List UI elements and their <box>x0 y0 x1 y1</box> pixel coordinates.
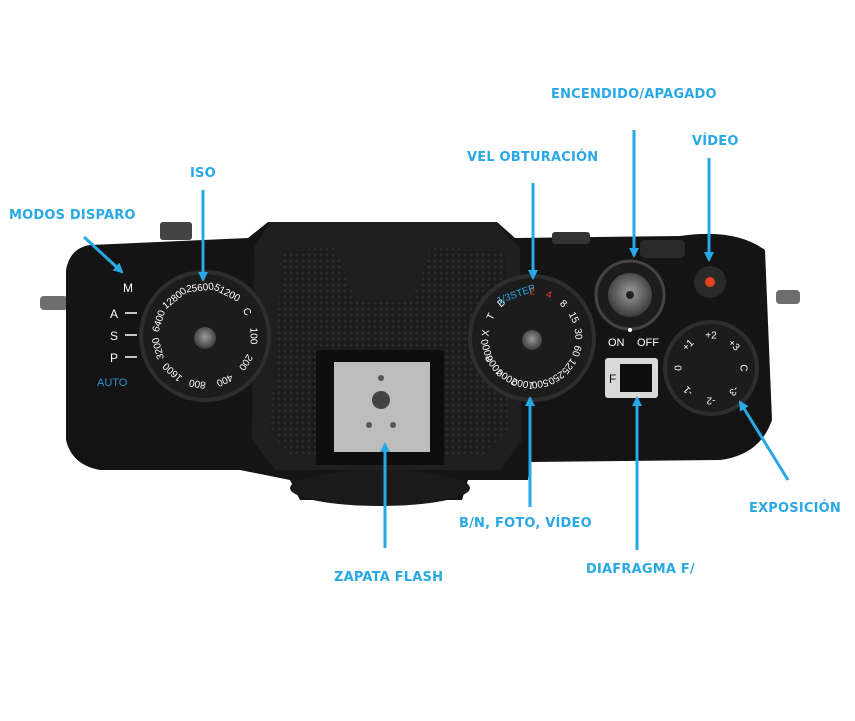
label-zapata-flash: ZAPATA FLASH <box>334 570 444 585</box>
shutter-dial-center <box>522 330 542 350</box>
label-video: VÍDEO <box>692 134 739 149</box>
shutter-value-5: 60 <box>569 344 583 358</box>
right-strap-lug <box>776 290 800 304</box>
label-iso: ISO <box>190 166 216 181</box>
iso-dial-center <box>194 327 216 349</box>
label-encendido-apagado: ENCENDIDO/APAGADO <box>551 87 717 102</box>
iso-value-10: C <box>240 306 253 318</box>
power-switch: ON OFF <box>594 259 666 349</box>
shutter-value-13: X <box>481 329 493 337</box>
exposure-value-6: -2 <box>706 394 715 405</box>
aperture-F-label: F <box>609 372 616 386</box>
mode-P: P <box>110 351 118 365</box>
aperture-display: F <box>605 358 658 398</box>
mode-M: M <box>123 281 133 295</box>
exposure-value-0: 0 <box>674 365 685 371</box>
shutter-value-2: 8 <box>557 298 569 310</box>
shutter-value-4: 30 <box>572 328 584 340</box>
annotation-arrows <box>82 130 790 550</box>
label-modos-disparo: MODOS DISPARO <box>9 208 136 223</box>
mode-S: S <box>110 329 118 343</box>
iso-value-3: 800 <box>188 376 207 390</box>
arrow-modos-disparo <box>82 235 124 274</box>
shutter-value-1: 4 <box>544 289 554 301</box>
shutter-value-3: 15 <box>566 310 581 325</box>
video-record-button <box>694 266 726 298</box>
shutter-value-8: 500 <box>530 376 549 390</box>
label-exposicion: EXPOSICIÓN <box>749 501 841 516</box>
label-vel-obturacion: VEL OBTURACIÓN <box>467 150 599 165</box>
shutter-value-14: T <box>485 312 498 322</box>
sub-dial-knob <box>160 222 192 240</box>
lens-mount <box>290 470 470 506</box>
iso-value-0: 100 <box>247 328 258 345</box>
exposure-dial: 0+1+2+3C-3-2-1 <box>663 320 759 416</box>
power-on-label: ON <box>608 337 625 349</box>
label-diafragma: DIAFRAGMA F/ <box>586 562 695 577</box>
mode-dial: M A S P AUTO <box>97 281 137 389</box>
power-off-label: OFF <box>637 337 659 349</box>
iso-value-8: 25600 <box>186 281 215 295</box>
shutter-value-9: 1000 <box>511 375 535 390</box>
exposure-value-4: C <box>737 364 748 371</box>
record-dot-icon <box>705 277 715 287</box>
flash-contact <box>372 391 390 409</box>
arrow-exposicion <box>738 400 790 481</box>
accessory-knob <box>552 232 590 244</box>
left-strap-lug <box>40 296 68 310</box>
mode-A: A <box>110 307 118 321</box>
mode-AUTO: AUTO <box>97 377 128 389</box>
exposure-value-2: +2 <box>705 331 717 342</box>
power-collar <box>640 240 685 258</box>
label-bn-foto-video: B/N, FOTO, VÍDEO <box>459 516 592 531</box>
shutter-value-0: 2 <box>529 287 535 298</box>
